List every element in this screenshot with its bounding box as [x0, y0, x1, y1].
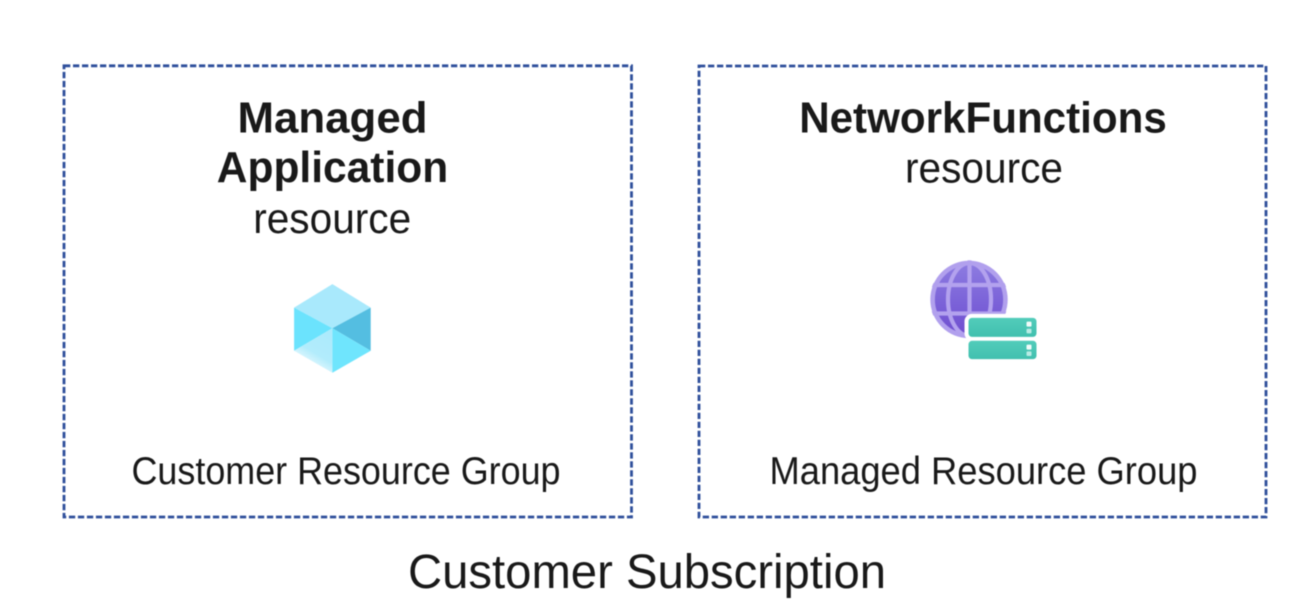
- svg-text:resource: resource: [253, 195, 411, 243]
- svg-text:Application: Application: [217, 143, 448, 192]
- svg-text:Customer Resource Group: Customer Resource Group: [132, 450, 561, 493]
- svg-text:Managed Resource Group: Managed Resource Group: [770, 450, 1198, 493]
- svg-text:Customer Subscription: Customer Subscription: [408, 546, 886, 599]
- svg-text:resource: resource: [905, 144, 1063, 192]
- svg-text:NetworkFunctions: NetworkFunctions: [799, 94, 1167, 143]
- svg-text:Managed: Managed: [238, 93, 428, 142]
